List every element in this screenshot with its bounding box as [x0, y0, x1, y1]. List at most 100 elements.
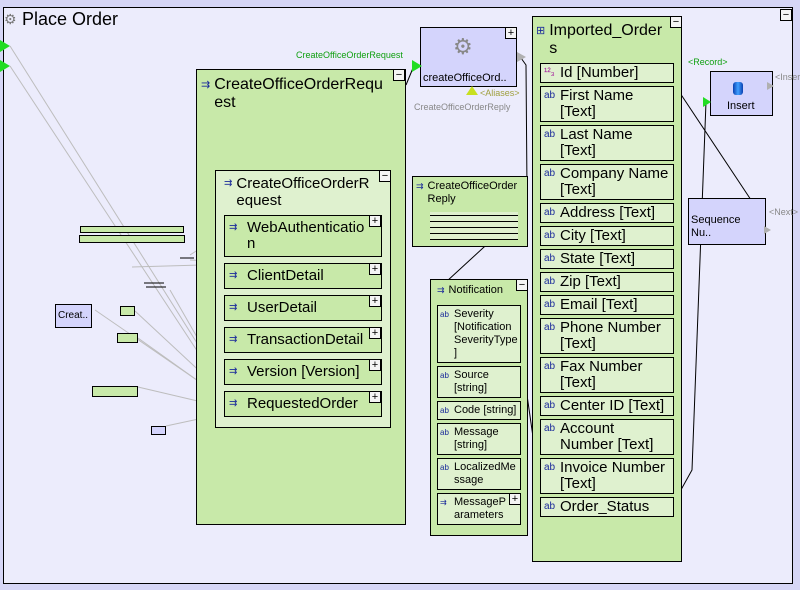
- request-child-node[interactable]: ⇉RequestedOrder+: [224, 391, 382, 417]
- expand-button[interactable]: +: [509, 493, 521, 505]
- text-type-icon: ab: [544, 299, 556, 310]
- imported-field[interactable]: ab Company Name [Text]: [540, 164, 674, 200]
- request-child-node[interactable]: ⇉Version [Version]+: [224, 359, 382, 385]
- database-icon: [733, 82, 743, 95]
- output-port-icon[interactable]: [517, 52, 526, 62]
- collapse-button[interactable]: −: [393, 69, 405, 81]
- expand-button[interactable]: +: [369, 295, 381, 307]
- request-child-label: WebAuthentication: [247, 219, 365, 252]
- input-port-icon[interactable]: [0, 60, 10, 72]
- aliases-port-icon[interactable]: [466, 86, 478, 95]
- text-type-icon: ab: [544, 423, 556, 434]
- output-port-icon[interactable]: [764, 226, 771, 234]
- text-type-icon: ab: [440, 428, 449, 437]
- request-child-label: Version [Version]: [247, 363, 360, 380]
- expand-button[interactable]: +: [505, 27, 517, 39]
- structure-icon: ⇉: [229, 222, 238, 233]
- structure-icon: ⇉: [416, 181, 424, 191]
- expand-button[interactable]: +: [369, 327, 381, 339]
- structure-icon: ⇉: [224, 178, 233, 189]
- text-type-icon: ab: [544, 230, 556, 241]
- insert-port-label: <Inser: [775, 72, 800, 82]
- notification-field-label: Message [string]: [454, 426, 499, 451]
- collapsed-node[interactable]: [151, 426, 166, 435]
- expand-button[interactable]: +: [369, 391, 381, 403]
- text-type-icon: ab: [544, 361, 556, 372]
- imported-field-label: Email [Text]: [560, 296, 638, 313]
- imported-field[interactable]: ab First Name [Text]: [540, 86, 674, 122]
- page-title: Place Order: [22, 9, 119, 29]
- collapsed-node[interactable]: [120, 306, 135, 316]
- text-type-icon: ab: [544, 501, 556, 512]
- input-port-icon[interactable]: [0, 40, 10, 52]
- request-node[interactable]: ⇉ CreateOfficeOrderRequest − ⇉ CreateOff…: [196, 69, 406, 525]
- structure-icon: ⇉: [229, 270, 238, 281]
- collapse-button[interactable]: −: [780, 9, 792, 21]
- notification-field[interactable]: ab Message [string]: [437, 423, 521, 455]
- request-child-node[interactable]: ⇉ TransactionDetail +: [224, 327, 382, 353]
- expand-button[interactable]: +: [369, 215, 381, 227]
- imported-field[interactable]: ab Email [Text]: [540, 295, 674, 315]
- aliases-label: <Aliases>: [480, 88, 520, 98]
- text-type-icon: ab: [544, 168, 556, 179]
- imported-field[interactable]: ab Account Number [Text]: [540, 419, 674, 455]
- expand-button[interactable]: +: [369, 359, 381, 371]
- imported-field-label: Order_Status: [560, 498, 650, 515]
- imported-field[interactable]: ab Order_Status: [540, 497, 674, 517]
- imported-field-label: Account Number [Text]: [560, 420, 654, 453]
- expand-button[interactable]: +: [369, 263, 381, 275]
- service-node[interactable]: ⚙ createOfficeOrd.. +: [420, 27, 517, 87]
- collapse-button[interactable]: −: [670, 16, 682, 28]
- notification-field-label: Severity [NotificationSeverityType]: [454, 308, 518, 359]
- text-type-icon: ab: [440, 406, 449, 415]
- request-child-node[interactable]: ⇉ClientDetail+: [224, 263, 382, 289]
- notification-field[interactable]: ⇉MessageParameters+: [437, 493, 521, 525]
- collapsed-node[interactable]: [79, 235, 185, 243]
- text-type-icon: ab: [544, 90, 556, 101]
- collapsed-node[interactable]: [92, 386, 138, 397]
- request-child-node[interactable]: ⇉ WebAuthentication +: [224, 215, 382, 257]
- imported-field-label: Last Name [Text]: [560, 126, 633, 159]
- creat-node[interactable]: Creat..: [55, 304, 92, 328]
- sequence-node[interactable]: Sequence Nu..: [688, 198, 766, 245]
- request-child-label: TransactionDetail: [247, 331, 364, 348]
- structure-icon: ⇉: [229, 398, 238, 409]
- imported-field-label: First Name [Text]: [560, 87, 634, 120]
- collapsed-node[interactable]: [80, 226, 184, 233]
- collapse-button[interactable]: −: [516, 279, 528, 291]
- structure-icon: ⇉: [229, 334, 238, 345]
- insert-node[interactable]: Insert: [710, 71, 773, 116]
- structure-icon: ⇉: [440, 498, 447, 507]
- imported-field-label: Center ID [Text]: [560, 397, 665, 414]
- input-port-icon[interactable]: [412, 60, 422, 72]
- imported-field-label: Phone Number [Text]: [560, 319, 661, 352]
- collapsed-node[interactable]: [117, 333, 138, 343]
- inner-title: CreateOfficeOrderRequest: [236, 175, 370, 209]
- imported-field-label: Company Name [Text]: [560, 165, 669, 198]
- request-child-node[interactable]: ⇉UserDetail+: [224, 295, 382, 321]
- request-inner-node[interactable]: ⇉ CreateOfficeOrderRequest − ⇉ WebAuthent…: [215, 170, 391, 428]
- reply-node[interactable]: ⇉ CreateOfficeOrderReply: [412, 176, 528, 247]
- output-port-icon[interactable]: [767, 82, 774, 90]
- input-port-icon[interactable]: [703, 97, 711, 107]
- text-type-icon: ab: [544, 462, 556, 473]
- text-type-icon: ab: [544, 253, 556, 264]
- collapse-button[interactable]: −: [379, 170, 391, 182]
- imported-field-label: Id [Number]: [560, 64, 639, 81]
